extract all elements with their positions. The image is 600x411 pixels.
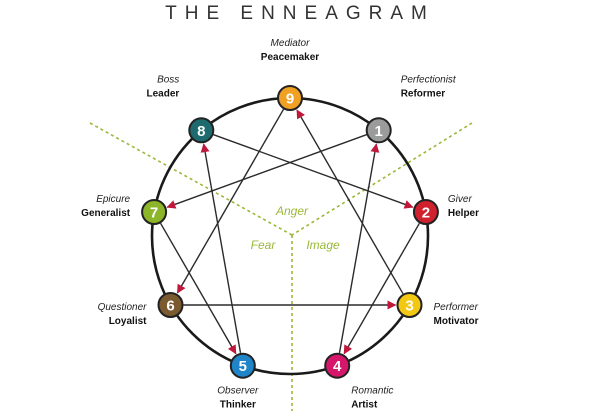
type-name-8: Leader (147, 88, 180, 99)
role-label-8: Boss (157, 74, 179, 85)
type-name-9: Peacemaker (261, 52, 319, 63)
node-1: 1 (365, 117, 392, 144)
node-circle-1 (365, 117, 392, 144)
node-circle-6 (157, 292, 184, 318)
node-5: 5 (229, 352, 256, 379)
arrow-3-to-9 (296, 109, 404, 295)
node-9: 9 (277, 85, 303, 111)
arrow-2-to-4 (343, 222, 421, 355)
arrow-9-to-6 (176, 108, 285, 294)
node-7: 7 (141, 199, 168, 225)
role-label-1: Perfectionist (401, 74, 457, 85)
node-number-3: 3 (405, 298, 413, 315)
arrow-1-to-7 (166, 134, 367, 209)
role-label-9: Mediator (271, 38, 311, 49)
type-name-6: Loyalist (109, 316, 147, 327)
node-number-5: 5 (239, 358, 247, 375)
role-label-3: Performer (434, 302, 479, 313)
node-number-7: 7 (150, 205, 158, 222)
role-label-5: Observer (217, 386, 259, 397)
node-8: 8 (188, 117, 215, 144)
node-2: 2 (412, 199, 439, 225)
node-circle-4 (324, 352, 351, 379)
node-circle-3 (396, 292, 423, 318)
node-number-8: 8 (197, 123, 205, 140)
node-4: 4 (324, 352, 351, 379)
arrows-layer (159, 108, 421, 355)
arrow-8-to-2 (213, 134, 414, 209)
node-6: 6 (157, 292, 184, 318)
center-label-image: Image (306, 238, 340, 252)
node-number-4: 4 (333, 358, 342, 375)
node-number-6: 6 (166, 298, 174, 315)
node-number-2: 2 (422, 205, 430, 222)
arrow-5-to-8 (200, 143, 242, 354)
role-label-7: Epicure (96, 194, 130, 205)
labels-layer: PerfectionistReformerGiverHelperPerforme… (81, 38, 479, 411)
nodes-layer: 1 2 3 4 5 6 7 8 9 (141, 85, 439, 379)
type-name-4: Artist (351, 400, 378, 411)
diagram-title: THE ENNEAGRAM (165, 3, 435, 24)
divider-right (291, 122, 473, 236)
center-label-anger: Anger (275, 204, 309, 218)
arrow-7-to-5 (159, 222, 237, 355)
type-name-5: Thinker (220, 400, 256, 411)
type-name-1: Reformer (401, 88, 446, 99)
type-name-2: Helper (448, 208, 479, 219)
node-number-9: 9 (286, 91, 294, 108)
center-label-fear: Fear (251, 238, 277, 252)
arrow-4-to-1 (338, 143, 380, 354)
node-number-1: 1 (375, 123, 383, 140)
node-circle-9 (277, 85, 303, 111)
role-label-6: Questioner (98, 302, 148, 313)
node-circle-7 (141, 199, 168, 225)
node-circle-8 (188, 117, 215, 144)
node-3: 3 (396, 292, 423, 318)
role-label-4: Romantic (351, 386, 393, 397)
node-circle-5 (229, 352, 256, 379)
type-name-7: Generalist (81, 208, 131, 219)
type-name-3: Motivator (434, 316, 479, 327)
role-label-2: Giver (448, 194, 473, 205)
node-circle-2 (412, 199, 439, 225)
divider-left (89, 122, 293, 236)
